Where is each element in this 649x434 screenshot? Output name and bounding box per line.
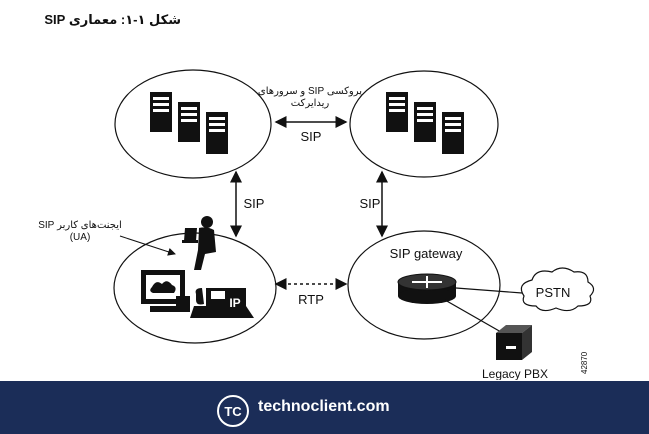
sip-label-top: SIP <box>301 129 322 144</box>
user-agents-label: ایجنت‌های کاربر SIP <box>38 220 122 231</box>
ip-phone-icon <box>190 288 254 318</box>
user-agent-cloud <box>113 232 277 344</box>
person-laptop-icon <box>182 216 216 270</box>
sip-label-left: SIP <box>244 196 265 211</box>
server-icon <box>442 112 464 154</box>
ip-phone-label: IP <box>229 296 240 310</box>
gateway-pstn-link <box>455 287 523 294</box>
footer-bar <box>0 381 649 434</box>
technoclient-logo-icon: TC <box>217 395 249 427</box>
proxy-servers-label-2: ریدایرکت <box>291 98 330 109</box>
server-icon <box>386 92 408 132</box>
sip-architecture-diagram: پروکسی SIP و سرورهای ریدایرکت SIP SIP SI… <box>38 69 595 380</box>
figure-id: 42870 <box>580 351 589 374</box>
router-icon <box>397 273 457 304</box>
server-icon <box>178 102 200 142</box>
sip-label-right: SIP <box>360 196 381 211</box>
gateway-pbx-link <box>444 299 509 337</box>
rtp-label: RTP <box>298 292 324 307</box>
server-icon <box>150 92 172 132</box>
pstn-cloud <box>520 267 595 312</box>
legacy-pbx-icon <box>496 325 532 360</box>
figure-title: شکل ۱-۱: معماری SIP <box>44 12 181 27</box>
pstn-label: PSTN <box>536 285 571 300</box>
server-icon <box>206 112 228 154</box>
sip-gateway-label: SIP gateway <box>390 246 463 261</box>
legacy-pbx-label: Legacy PBX <box>482 367 548 380</box>
user-agents-label-2: (UA) <box>70 232 91 243</box>
svg-text:TC: TC <box>224 404 242 419</box>
server-icon <box>414 102 436 142</box>
ua-pointer-line <box>119 235 176 256</box>
proxy-servers-label: پروکسی SIP و سرورهای <box>258 86 362 97</box>
computer-icon <box>141 270 190 312</box>
footer-brand[interactable]: technoclient.com <box>258 398 390 415</box>
